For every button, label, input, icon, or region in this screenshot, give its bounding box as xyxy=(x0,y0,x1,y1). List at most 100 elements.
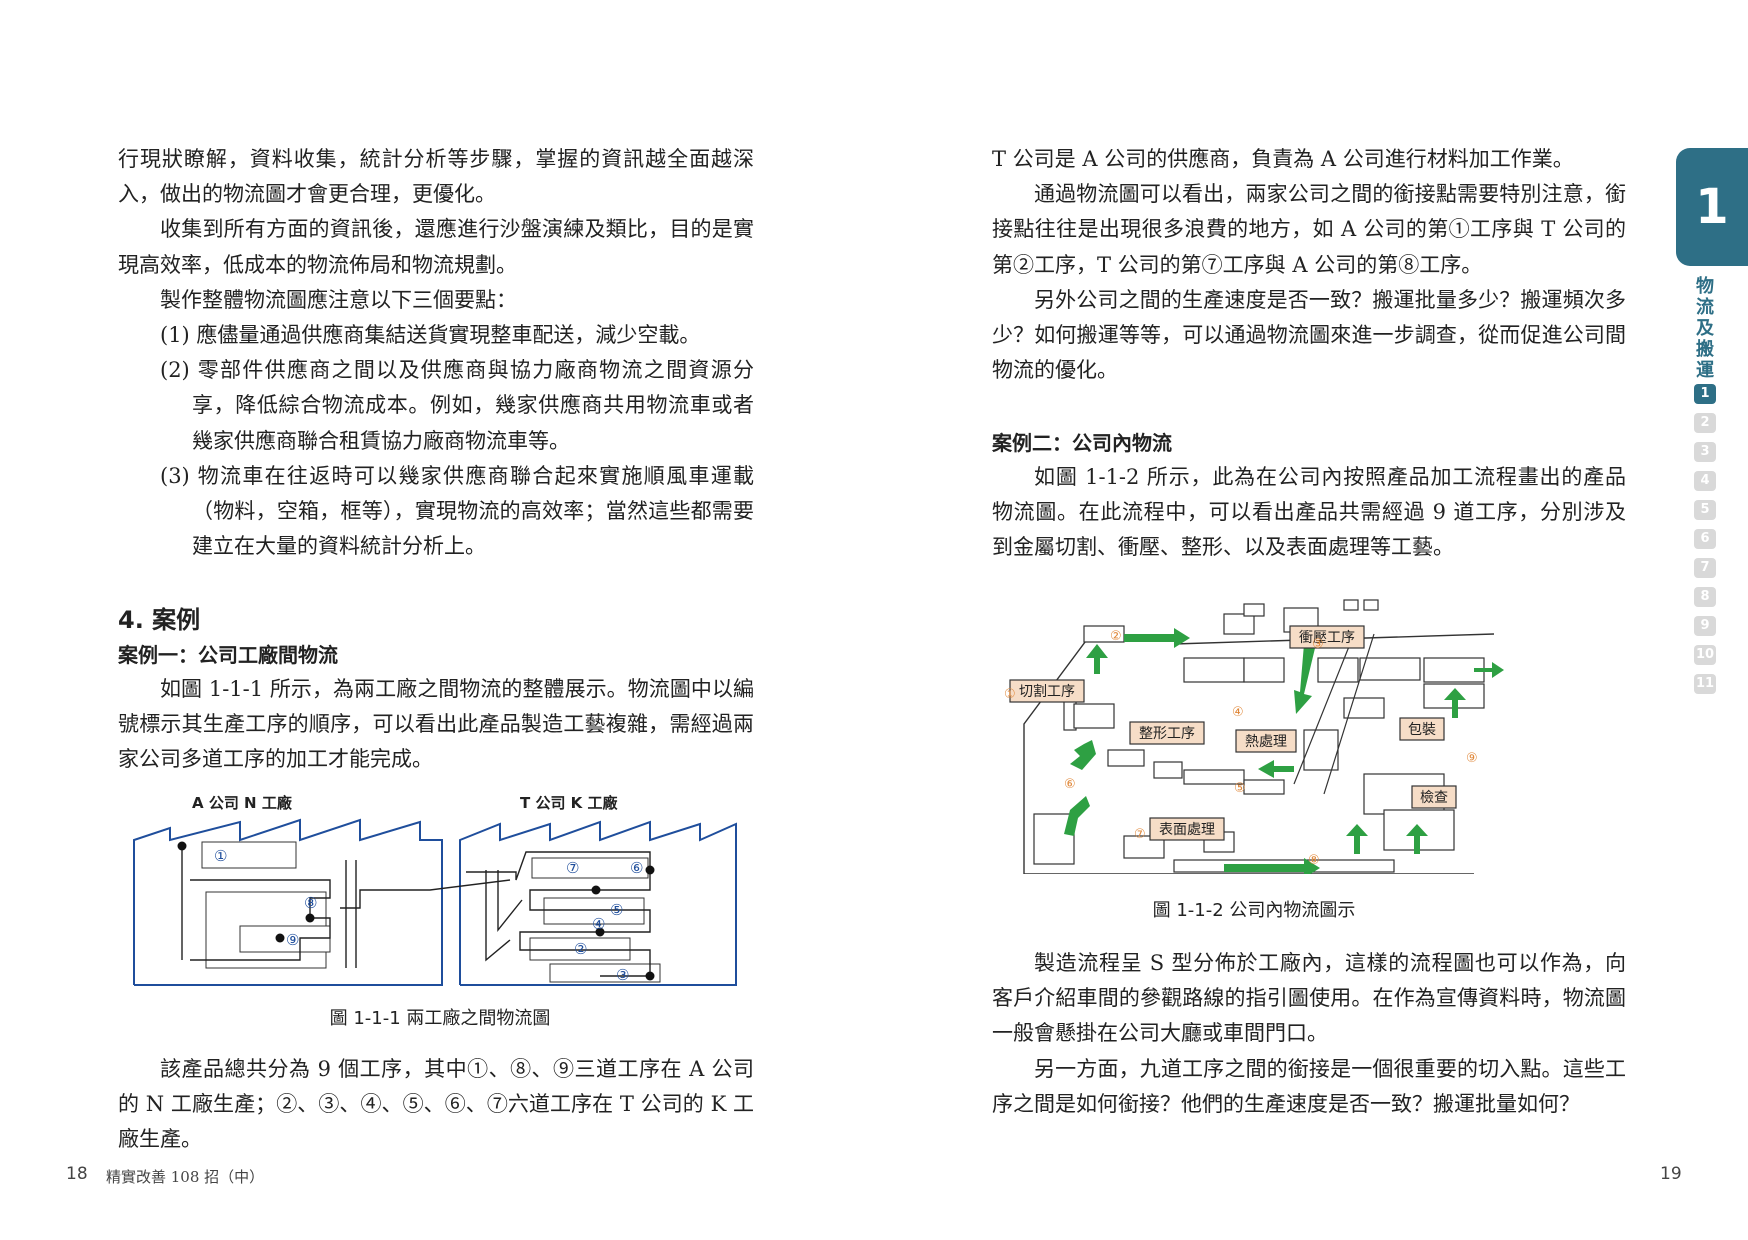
left-body-top: 行現狀瞭解，資料收集，統計分析等步驟，掌握的資訊越全面越深入，做出的物流圖才會更… xyxy=(118,142,754,564)
machine xyxy=(1359,657,1421,681)
paragraph: T 公司是 A 公司的供應商，負責為 A 公司進行材料加工作業。 xyxy=(992,147,1574,171)
chapter-index-item: 9 xyxy=(1694,616,1716,636)
step-number: ① xyxy=(1004,687,1016,702)
machine-9 xyxy=(239,925,331,953)
aisle-line xyxy=(485,870,511,962)
step-label: ① xyxy=(214,847,227,865)
paragraph: 通過物流圖可以看出，兩家公司之間的銜接點需要特別注意，銜接點往往是出現很多浪費的… xyxy=(992,182,1626,277)
paragraph: 行現狀瞭解，資料收集，統計分析等步驟，掌握的資訊越全面越深入，做出的物流圖才會更… xyxy=(118,147,754,207)
flow-point xyxy=(595,927,605,937)
machine xyxy=(1303,729,1339,771)
list-item: (3) 物流車在往返時可以幾家供應商聯合起來實施順風車運載（物料，空箱，框等），… xyxy=(160,463,754,559)
machine xyxy=(1343,697,1385,719)
chapter-index-item: 6 xyxy=(1694,529,1716,549)
chapter-index-item: 5 xyxy=(1694,500,1716,520)
step-number: ④ xyxy=(1232,705,1244,720)
page-number-right: 19 xyxy=(1660,1164,1682,1184)
step-label: ④ xyxy=(592,915,605,933)
left-page: 行現狀瞭解，資料收集，統計分析等步驟，掌握的資訊越全面越深入，做出的物流圖才會更… xyxy=(66,142,754,1186)
figure-plant-layout: 切割工序 衝壓工序 整形工序 熱處理 包裝 檢查 表面處理 ① ② ③ ④ ⑤ … xyxy=(1004,574,1504,874)
machine xyxy=(1123,835,1165,859)
flow-arrow xyxy=(1086,644,1108,674)
aisle-line xyxy=(497,870,523,932)
flow-arrow xyxy=(1070,740,1096,770)
paragraph: 該產品總共分為 9 個工序，其中①、⑧、⑨三道工序在 A 公司的 N 工廠生產；… xyxy=(118,1057,754,1152)
step-number: ③ xyxy=(1312,637,1324,652)
paragraph: 製作整體物流圖應注意以下三個要點： xyxy=(160,287,517,312)
label-box xyxy=(1129,721,1205,745)
flow-arrow xyxy=(1444,688,1466,718)
right-body-bottom: 製造流程呈 S 型分佈於工廠內，這樣的流程圖也可以作為，向客戶介紹車間的參觀路線… xyxy=(992,946,1626,1122)
label-stamping: 衝壓工序 xyxy=(1299,630,1355,646)
flow-point xyxy=(177,841,187,851)
flow-arrow xyxy=(1474,662,1504,678)
list-item: (1) 應儘量通過供應商集結送貨實現整車配送，減少空載。 xyxy=(160,323,701,348)
flow-arrow xyxy=(1224,858,1320,874)
paragraph: 另一方面，九道工序之間的銜接是一個很重要的切入點。這些工序之間是如何銜接？他們的… xyxy=(992,1056,1626,1116)
paragraph: 製造流程呈 S 型分佈於工廠內，這樣的流程圖也可以作為，向客戶介紹車間的參觀路線… xyxy=(992,951,1626,1046)
flow-line xyxy=(340,879,511,909)
left-body-bottom: 該產品總共分為 9 個工序，其中①、⑧、⑨三道工序在 A 公司的 N 工廠生產；… xyxy=(118,1052,754,1158)
right-body-case2: 案例二：公司內物流 如圖 1-1-2 所示，此為在公司內按照產品加工流程畫出的產… xyxy=(992,426,1626,566)
flow-point xyxy=(305,913,315,923)
step-number: ⑧ xyxy=(1308,853,1320,868)
label-box xyxy=(1009,679,1085,703)
left-body-case1: 4. 案例 案例一：公司工廠間物流 如圖 1-1-1 所示，為兩工廠之間物流的整… xyxy=(118,602,754,778)
chapter-index-item: 11 xyxy=(1694,674,1716,694)
flow-line xyxy=(190,879,331,961)
machine xyxy=(1183,769,1245,785)
chapter-name: 物流及搬運 xyxy=(1696,276,1714,381)
flow-arrow xyxy=(1124,628,1190,648)
factory-t-label: T 公司 K 工廠 xyxy=(520,794,619,812)
machine xyxy=(1243,603,1265,617)
paragraph: 另外公司之間的生產速度是否一致？搬運批量多少？搬運頻次多少？如何搬運等等，可以通… xyxy=(992,287,1626,383)
step-label: ⑦ xyxy=(566,859,579,877)
machine xyxy=(1343,599,1359,611)
chapter-index-item: 8 xyxy=(1694,587,1716,607)
case2-heading: 案例二：公司內物流 xyxy=(992,431,1172,455)
list-item: (2) 零部件供應商之間以及供應商與協力廠商物流之間資源分享，降低綜合物流成本。… xyxy=(160,358,754,453)
chapter-index-item: 7 xyxy=(1694,558,1716,578)
machine xyxy=(1153,761,1183,779)
factory-t-outline xyxy=(459,820,737,986)
chapter-index: 1 2 3 4 5 6 7 8 9 10 11 xyxy=(1694,384,1718,703)
factory-a-label: A 公司 N 工廠 xyxy=(192,794,293,812)
machine xyxy=(1243,779,1285,795)
step-number: ⑦ xyxy=(1134,827,1146,842)
step-label: ⑥ xyxy=(630,859,643,877)
page-number-left: 18 xyxy=(66,1164,88,1184)
label-box xyxy=(1235,729,1297,753)
right-page: T 公司是 A 公司的供應商，負責為 A 公司進行材料加工作業。 通過物流圖可以… xyxy=(874,0,1748,1240)
flow-line xyxy=(466,851,651,977)
machine-3 xyxy=(549,963,661,983)
step-label: ⑤ xyxy=(610,901,623,919)
machine xyxy=(1073,703,1115,729)
chapter-index-item: 4 xyxy=(1694,471,1716,491)
chapter-index-item: 2 xyxy=(1694,413,1716,433)
chapter-index-item: 3 xyxy=(1694,442,1716,462)
step-number: ⑤ xyxy=(1234,781,1246,796)
paragraph: 如圖 1-1-2 所示，此為在公司內按照產品加工流程畫出的產品物流圖。在此流程中… xyxy=(992,465,1626,560)
label-shaping: 整形工序 xyxy=(1139,726,1195,742)
chapter-index-item: 1 xyxy=(1694,384,1716,404)
flow-point xyxy=(275,933,285,943)
flow-arrow xyxy=(1064,796,1090,836)
floor-edge xyxy=(1023,629,1095,874)
step-number: ⑥ xyxy=(1064,777,1076,792)
step-label: ⑧ xyxy=(304,894,317,912)
aisle-line xyxy=(1323,633,1375,795)
label-box xyxy=(1289,625,1365,649)
step-number: ⑨ xyxy=(1466,751,1478,766)
label-surface: 表面處理 xyxy=(1159,822,1215,838)
paragraph: 收集到所有方面的資訊後，還應進行沙盤演練及類比，目的是實現高效率，低成本的物流佈… xyxy=(118,217,754,277)
figure2-caption: 圖 1-1-2 公司內物流圖示 xyxy=(1152,900,1356,921)
machine xyxy=(1223,613,1255,635)
book-title: 精實改善 108 招（中） xyxy=(106,1168,265,1186)
label-box xyxy=(1399,717,1445,741)
chapter-index-item: 10 xyxy=(1694,645,1716,665)
label-inspection: 檢查 xyxy=(1420,789,1448,806)
machine xyxy=(1363,599,1379,611)
flow-point xyxy=(645,971,655,981)
label-heat: 熱處理 xyxy=(1245,734,1287,750)
machine-1 xyxy=(201,841,297,869)
